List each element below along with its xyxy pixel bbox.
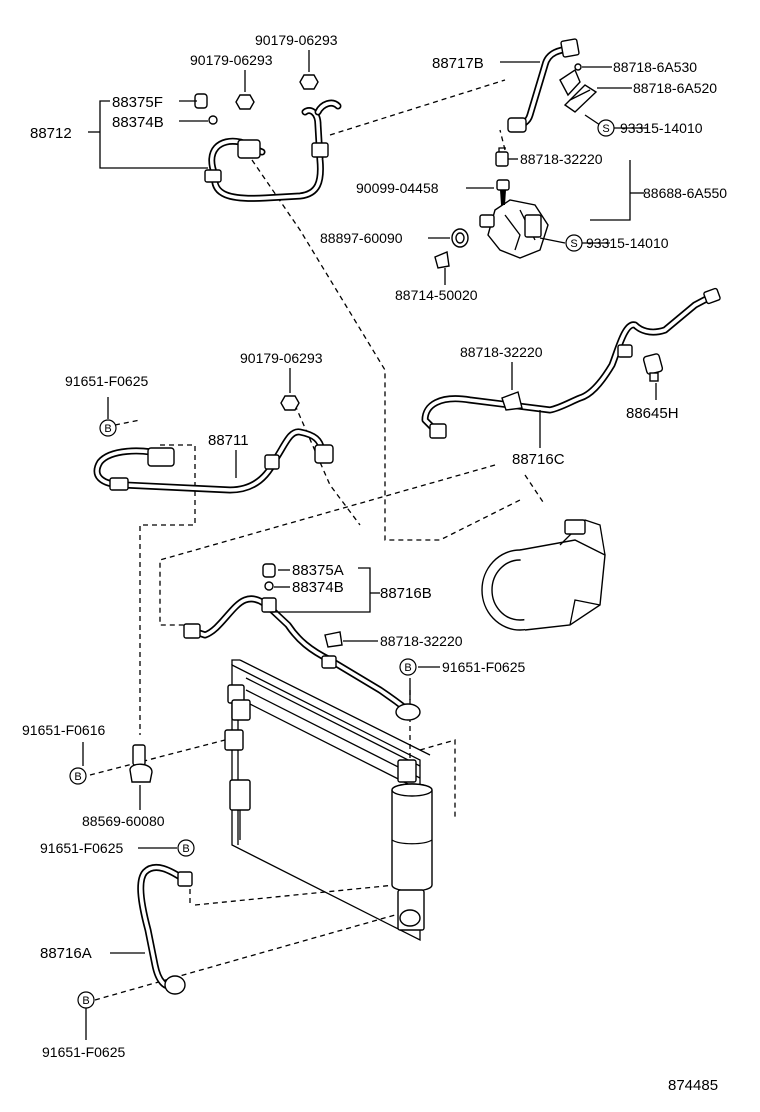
label-88711: 88711 (208, 432, 249, 449)
bracket-88569-60080 (129, 744, 153, 783)
label-88718-32220-b: 88718-32220 (460, 344, 543, 360)
compressor (481, 519, 606, 631)
bracket-88712 (99, 100, 208, 169)
svg-text:B: B (404, 662, 411, 674)
label-93315-14010-b: 93315-14010 (586, 235, 669, 251)
gasket-88897-60090 (451, 228, 469, 248)
pipe-88716B (183, 595, 421, 721)
label-88374B-mid: 88374B (292, 579, 344, 596)
svg-text:S: S (570, 238, 577, 250)
pipe-88716A (137, 864, 193, 995)
bolt-marker-b-2: B (399, 658, 417, 676)
receiver-drier (391, 759, 433, 931)
plate-88718-6A520 (563, 84, 598, 113)
pipe-88716C (421, 287, 721, 439)
hose-88712 (204, 99, 342, 202)
nut-90179-b (299, 50, 319, 90)
svg-text:B: B (182, 843, 189, 855)
o-ring-88374B-mid (264, 581, 274, 591)
condenser (224, 659, 431, 942)
svg-text:S: S (602, 123, 609, 135)
label-88375A: 88375A (292, 562, 344, 579)
label-88718-32220-c: 88718-32220 (380, 633, 463, 649)
o-ring-88374B-top (208, 115, 218, 125)
pipe-88717B (507, 38, 580, 133)
label-88688-6A550: 88688-6A550 (643, 185, 727, 201)
hose-end (204, 169, 222, 183)
label-91651-F0616: 91651-F0616 (22, 722, 106, 738)
label-90099-04458: 90099-04458 (356, 180, 439, 196)
label-88718-6A520: 88718-6A520 (633, 80, 717, 96)
bracket-88688 (590, 160, 631, 221)
label-88716A: 88716A (40, 945, 92, 962)
expansion-valve-88688-6A550 (479, 199, 549, 259)
bolt-marker-b-4: B (138, 839, 195, 857)
bolt-marker-b-3: B (69, 742, 87, 785)
clip-88718-32220-c (324, 631, 343, 648)
bolt-90099-04458 (496, 179, 510, 205)
dashed-routing-lines (89, 79, 546, 1001)
nut-90179-c (280, 368, 300, 411)
label-88718-6A530: 88718-6A530 (613, 59, 697, 75)
switch-88645H (642, 353, 664, 382)
label-88375F: 88375F (112, 94, 163, 111)
hose-88711 (93, 428, 334, 494)
nut-90179-a (235, 70, 255, 110)
label-90179-06293-a: 90179-06293 (255, 32, 338, 48)
label-88897-60090: 88897-60090 (320, 230, 403, 246)
label-91651-F0625-d: 91651-F0625 (42, 1044, 126, 1060)
bolt-marker-b-1: B (99, 397, 117, 437)
label-91651-F0625-c: 91651-F0625 (40, 840, 124, 856)
label-91651-F0625-a: 91651-F0625 (65, 373, 149, 389)
hose-clamp (311, 142, 329, 158)
svg-text:B: B (82, 995, 89, 1007)
screw-marker-s-2: S (565, 234, 583, 252)
svg-text:B: B (104, 423, 111, 435)
label-88712: 88712 (30, 125, 72, 142)
label-88374B-top: 88374B (112, 114, 164, 131)
label-90179-06293-b: 90179-06293 (190, 52, 273, 68)
bolt-marker-b-5: B (77, 991, 95, 1040)
label-88714-50020: 88714-50020 (395, 287, 478, 303)
hose-fitting (237, 139, 261, 159)
diagram-id: 874485 (668, 1077, 718, 1094)
plate-88718-6A530 (559, 63, 582, 97)
label-88717B: 88717B (432, 55, 484, 72)
label-88569-60080: 88569-60080 (82, 813, 165, 829)
part-labels: 90179-06293 90179-06293 88375F 88374B 88… (22, 32, 727, 1094)
svg-text:B: B (74, 771, 81, 783)
label-88718-32220-a: 88718-32220 (520, 151, 603, 167)
clip-88718-32220-b (501, 391, 523, 411)
label-88645H: 88645H (626, 405, 679, 422)
screw-marker-s-1: S (597, 119, 615, 137)
label-88716C: 88716C (512, 451, 565, 468)
o-ring-88375A (262, 563, 276, 578)
cap-88714-50020 (434, 251, 450, 269)
label-91651-F0625-b: 91651-F0625 (442, 659, 526, 675)
label-90179-06293-c: 90179-06293 (240, 350, 323, 366)
bracket-88716B (272, 567, 371, 613)
label-88716B: 88716B (380, 585, 432, 602)
clip-88718-32220-a (495, 147, 509, 167)
label-93315-14010-a: 93315-14010 (620, 120, 703, 136)
